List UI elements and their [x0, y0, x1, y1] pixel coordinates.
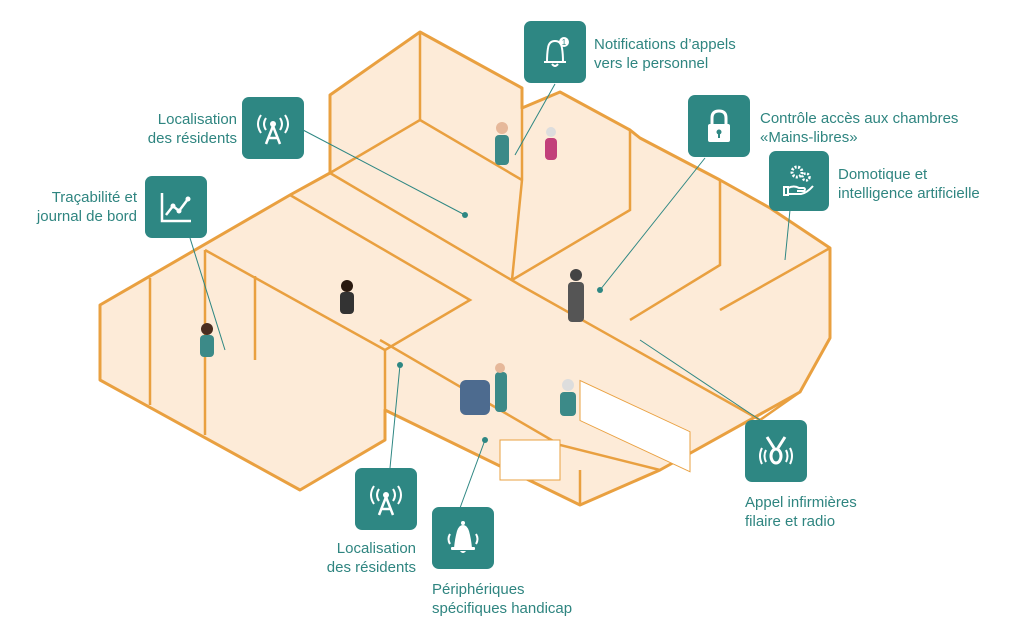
peripheriques-icon-box [432, 507, 494, 569]
antenna-icon [370, 485, 402, 516]
localisation-top-icon-box [242, 97, 304, 159]
controle-acces-label: Contrôle accès aux chambres«Mains-libres… [760, 110, 959, 146]
tracabilite-icon-box [145, 176, 207, 238]
chart-line-icon [160, 193, 191, 223]
localisation-bottom-icon-box [355, 468, 417, 530]
people-figures [200, 122, 584, 416]
lock-icon [708, 109, 730, 142]
controle-acces-icon-box [688, 95, 750, 157]
pendant-call-icon [759, 436, 793, 465]
notifications-icon-box: 1 [524, 21, 586, 83]
domotique-icon-box [769, 151, 829, 211]
bell-ringing-icon [447, 521, 479, 553]
appel-infirmieres-icon-box [745, 420, 807, 482]
antenna-icon [257, 114, 289, 145]
svg-text:1: 1 [562, 38, 567, 47]
bell-notification-icon: 1 [544, 37, 569, 67]
house-floor [98, 30, 832, 507]
gears-hand-icon [783, 165, 814, 196]
